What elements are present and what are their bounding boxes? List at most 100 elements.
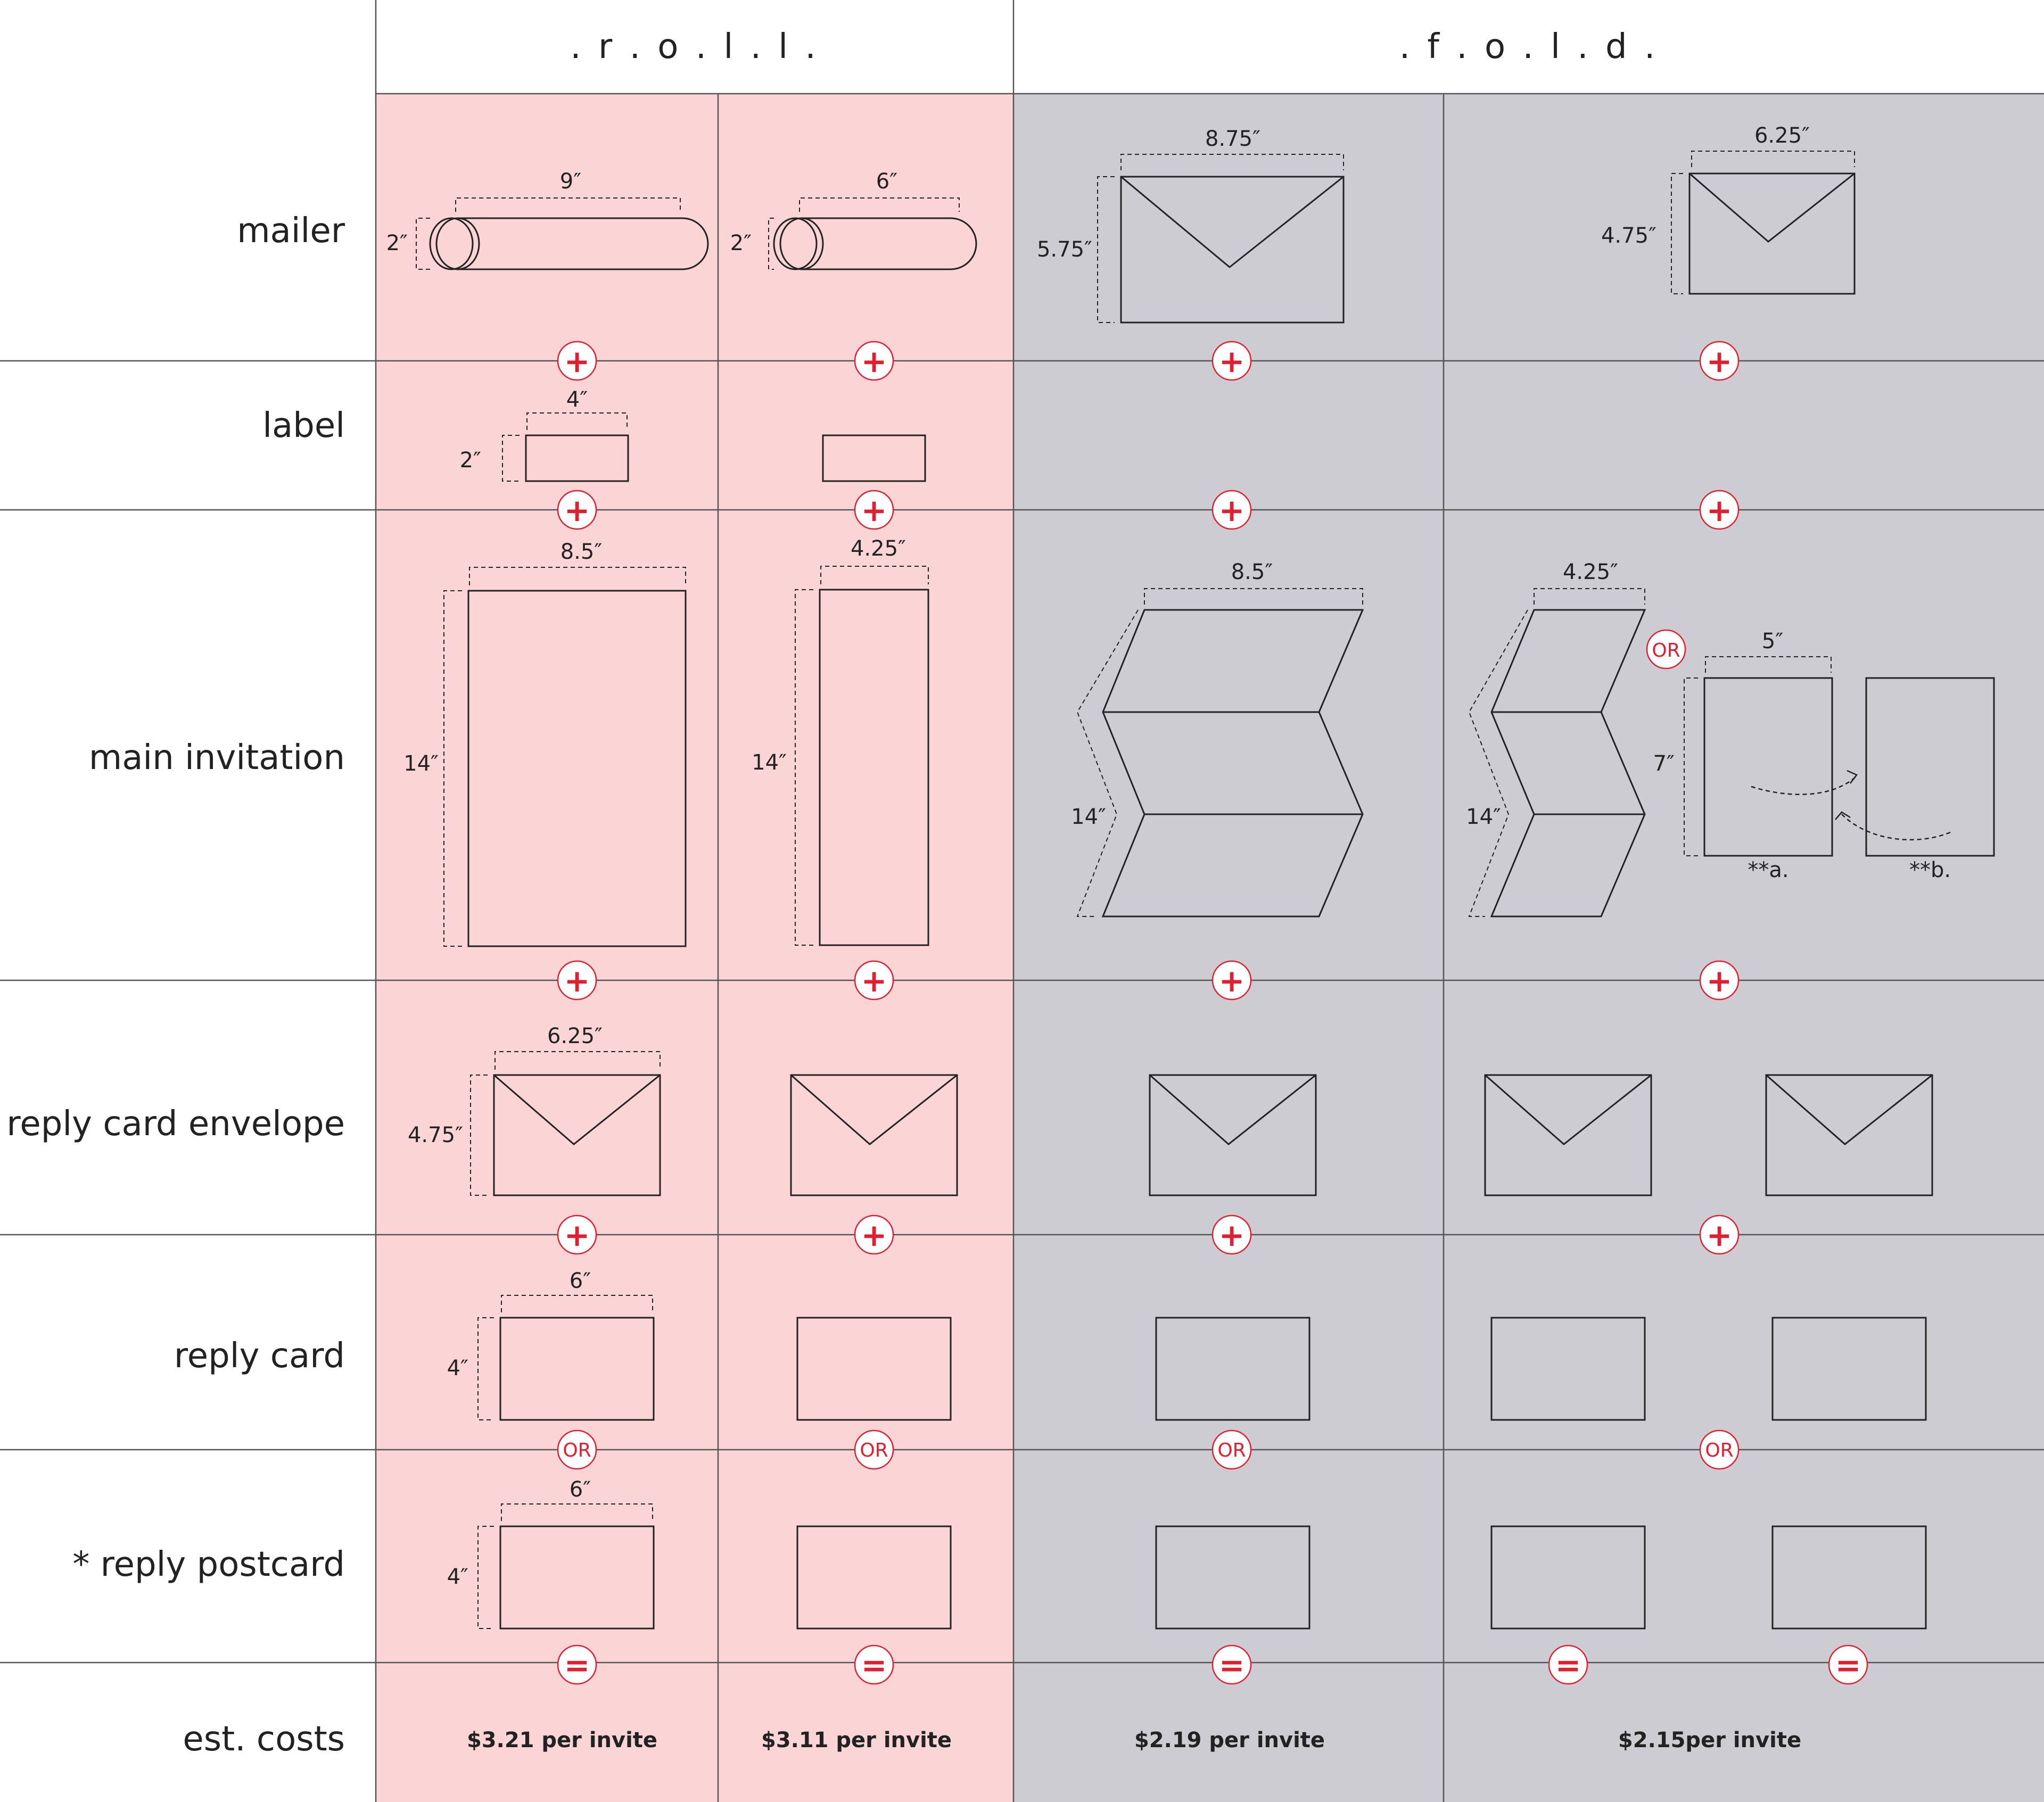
reply-card-roll-a — [499, 1317, 655, 1421]
fold-column-background — [1013, 94, 2044, 1802]
equals-badge: = — [1211, 1644, 1252, 1685]
svg-text:+: + — [564, 963, 590, 999]
plus-badge: + — [557, 1214, 597, 1255]
dim-mailer-roll-a-height: 2″ — [386, 231, 408, 255]
row-label-main-invitation: main invitation — [88, 738, 345, 778]
svg-text:+: + — [1219, 963, 1245, 999]
plus-badge: + — [557, 341, 597, 381]
reply-postcard-fold-a — [1155, 1525, 1311, 1630]
svg-text:+: + — [1707, 1217, 1733, 1253]
dim-mailer-roll-a-width: 9″ — [560, 169, 581, 194]
cost-roll-b: $3.11 per invite — [761, 1728, 952, 1753]
svg-text:+: + — [861, 963, 887, 999]
dim-mailer-fold-b-height: 4.75″ — [1601, 224, 1656, 248]
tube-mailer-9in — [429, 217, 709, 270]
reply-postcard-roll-a — [499, 1525, 655, 1630]
row-label-mailer: mailer — [237, 211, 345, 251]
equals-badge: = — [557, 1644, 597, 1685]
dim-reply-envelope-width: 6.25″ — [547, 1024, 603, 1048]
roll-header: . r . o . l . l . — [570, 27, 819, 67]
or-badge: OR — [557, 1429, 597, 1470]
plus-badge: + — [1699, 341, 1740, 381]
svg-text:=: = — [564, 1647, 590, 1683]
or-badge: OR — [1211, 1429, 1252, 1470]
row-label-reply-postcard: * reply postcard — [72, 1545, 345, 1584]
reply-envelope-fold-b2 — [1765, 1074, 1933, 1196]
svg-text:+: + — [1219, 343, 1245, 379]
reply-envelope-roll-a — [493, 1074, 661, 1196]
svg-text:+: + — [1707, 963, 1733, 999]
dim-invitation-fold-a-height: 14″ — [1071, 805, 1106, 829]
tube-mailer-6in — [773, 217, 977, 270]
plus-badge: + — [854, 960, 894, 1001]
row-label-est-costs: est. costs — [183, 1720, 345, 1759]
dim-mailer-fold-b-width: 6.25″ — [1754, 123, 1810, 148]
invitation-sheet-8.5x14 — [467, 590, 687, 947]
dim-reply-card-width: 6″ — [570, 1269, 591, 1293]
invitation-sheet-4.25x14 — [819, 589, 929, 946]
row-label-label: label — [262, 406, 345, 445]
plus-badges: + + + + + + + + + + + + + + + + — [557, 341, 1740, 1255]
plus-badge: + — [1699, 1214, 1740, 1255]
svg-text:=: = — [1219, 1647, 1245, 1683]
dim-invitation-roll-b-height: 14″ — [752, 750, 787, 775]
dim-invitation-roll-a-height: 14″ — [403, 751, 439, 776]
row-label-reply-card-envelope: reply card envelope — [6, 1104, 345, 1144]
reply-card-roll-b — [796, 1317, 952, 1421]
dim-invitation-roll-b-width: 4.25″ — [851, 536, 906, 561]
or-badge: OR — [1699, 1429, 1740, 1470]
or-badge: OR — [854, 1429, 894, 1470]
invitation-card-b — [1865, 677, 1995, 857]
cost-fold-a: $2.19 per invite — [1134, 1728, 1325, 1753]
or-badge-invitation: OR — [1646, 629, 1686, 669]
svg-text:OR: OR — [1217, 1440, 1246, 1461]
envelope-mailer-6.25in — [1688, 172, 1856, 295]
svg-text:+: + — [861, 492, 887, 528]
svg-text:=: = — [1835, 1647, 1861, 1683]
equals-badge: = — [854, 1644, 894, 1685]
dim-reply-card-height: 4″ — [447, 1356, 468, 1381]
dim-label-height: 2″ — [460, 448, 481, 473]
equals-badge: = — [1548, 1644, 1588, 1685]
reply-postcard-fold-b2 — [1771, 1525, 1927, 1630]
plus-badge: + — [1699, 960, 1740, 1001]
plus-badge: + — [854, 1214, 894, 1255]
plus-badge: + — [1211, 341, 1252, 381]
plus-badge: + — [1211, 490, 1252, 530]
card-b-note: **b. — [1909, 858, 1951, 882]
plus-badge: + — [854, 490, 894, 530]
reply-envelope-fold-a — [1149, 1074, 1317, 1196]
svg-text:+: + — [564, 492, 590, 528]
reply-card-fold-b2 — [1771, 1317, 1927, 1421]
svg-text:OR: OR — [1652, 640, 1680, 662]
plus-badge: + — [1211, 1214, 1252, 1255]
svg-text:+: + — [564, 343, 590, 379]
dim-invitation-fold-b-width: 4.25″ — [1563, 560, 1618, 584]
or-badges: OR OR OR OR — [557, 1429, 1740, 1470]
dim-reply-postcard-height: 4″ — [447, 1565, 468, 1589]
svg-text:+: + — [861, 1217, 887, 1253]
plus-badge: + — [854, 341, 894, 381]
plus-badge: + — [1699, 490, 1740, 530]
invitation-accordion-4.25x14 — [1490, 609, 1646, 917]
svg-text:+: + — [1707, 492, 1733, 528]
label-roll-b — [822, 434, 926, 482]
dim-invitation-roll-a-width: 8.5″ — [561, 540, 603, 564]
reply-postcard-roll-b — [796, 1525, 952, 1630]
dim-invitation-fold-a-width: 8.5″ — [1231, 560, 1273, 584]
cost-roll-a: $3.21 per invite — [466, 1728, 658, 1753]
svg-text:OR: OR — [563, 1440, 591, 1461]
dim-reply-postcard-width: 6″ — [570, 1477, 591, 1502]
svg-text:+: + — [564, 1217, 590, 1253]
reply-card-fold-b1 — [1490, 1317, 1646, 1421]
label-roll-a — [525, 434, 629, 482]
equals-badge: = — [1828, 1644, 1868, 1685]
dim-mailer-roll-b-width: 6″ — [876, 169, 897, 194]
plus-badge: + — [557, 490, 597, 530]
plus-badge: + — [1211, 960, 1252, 1001]
dim-invitation-fold-b-height: 14″ — [1466, 805, 1501, 829]
svg-text:OR: OR — [1705, 1440, 1733, 1461]
